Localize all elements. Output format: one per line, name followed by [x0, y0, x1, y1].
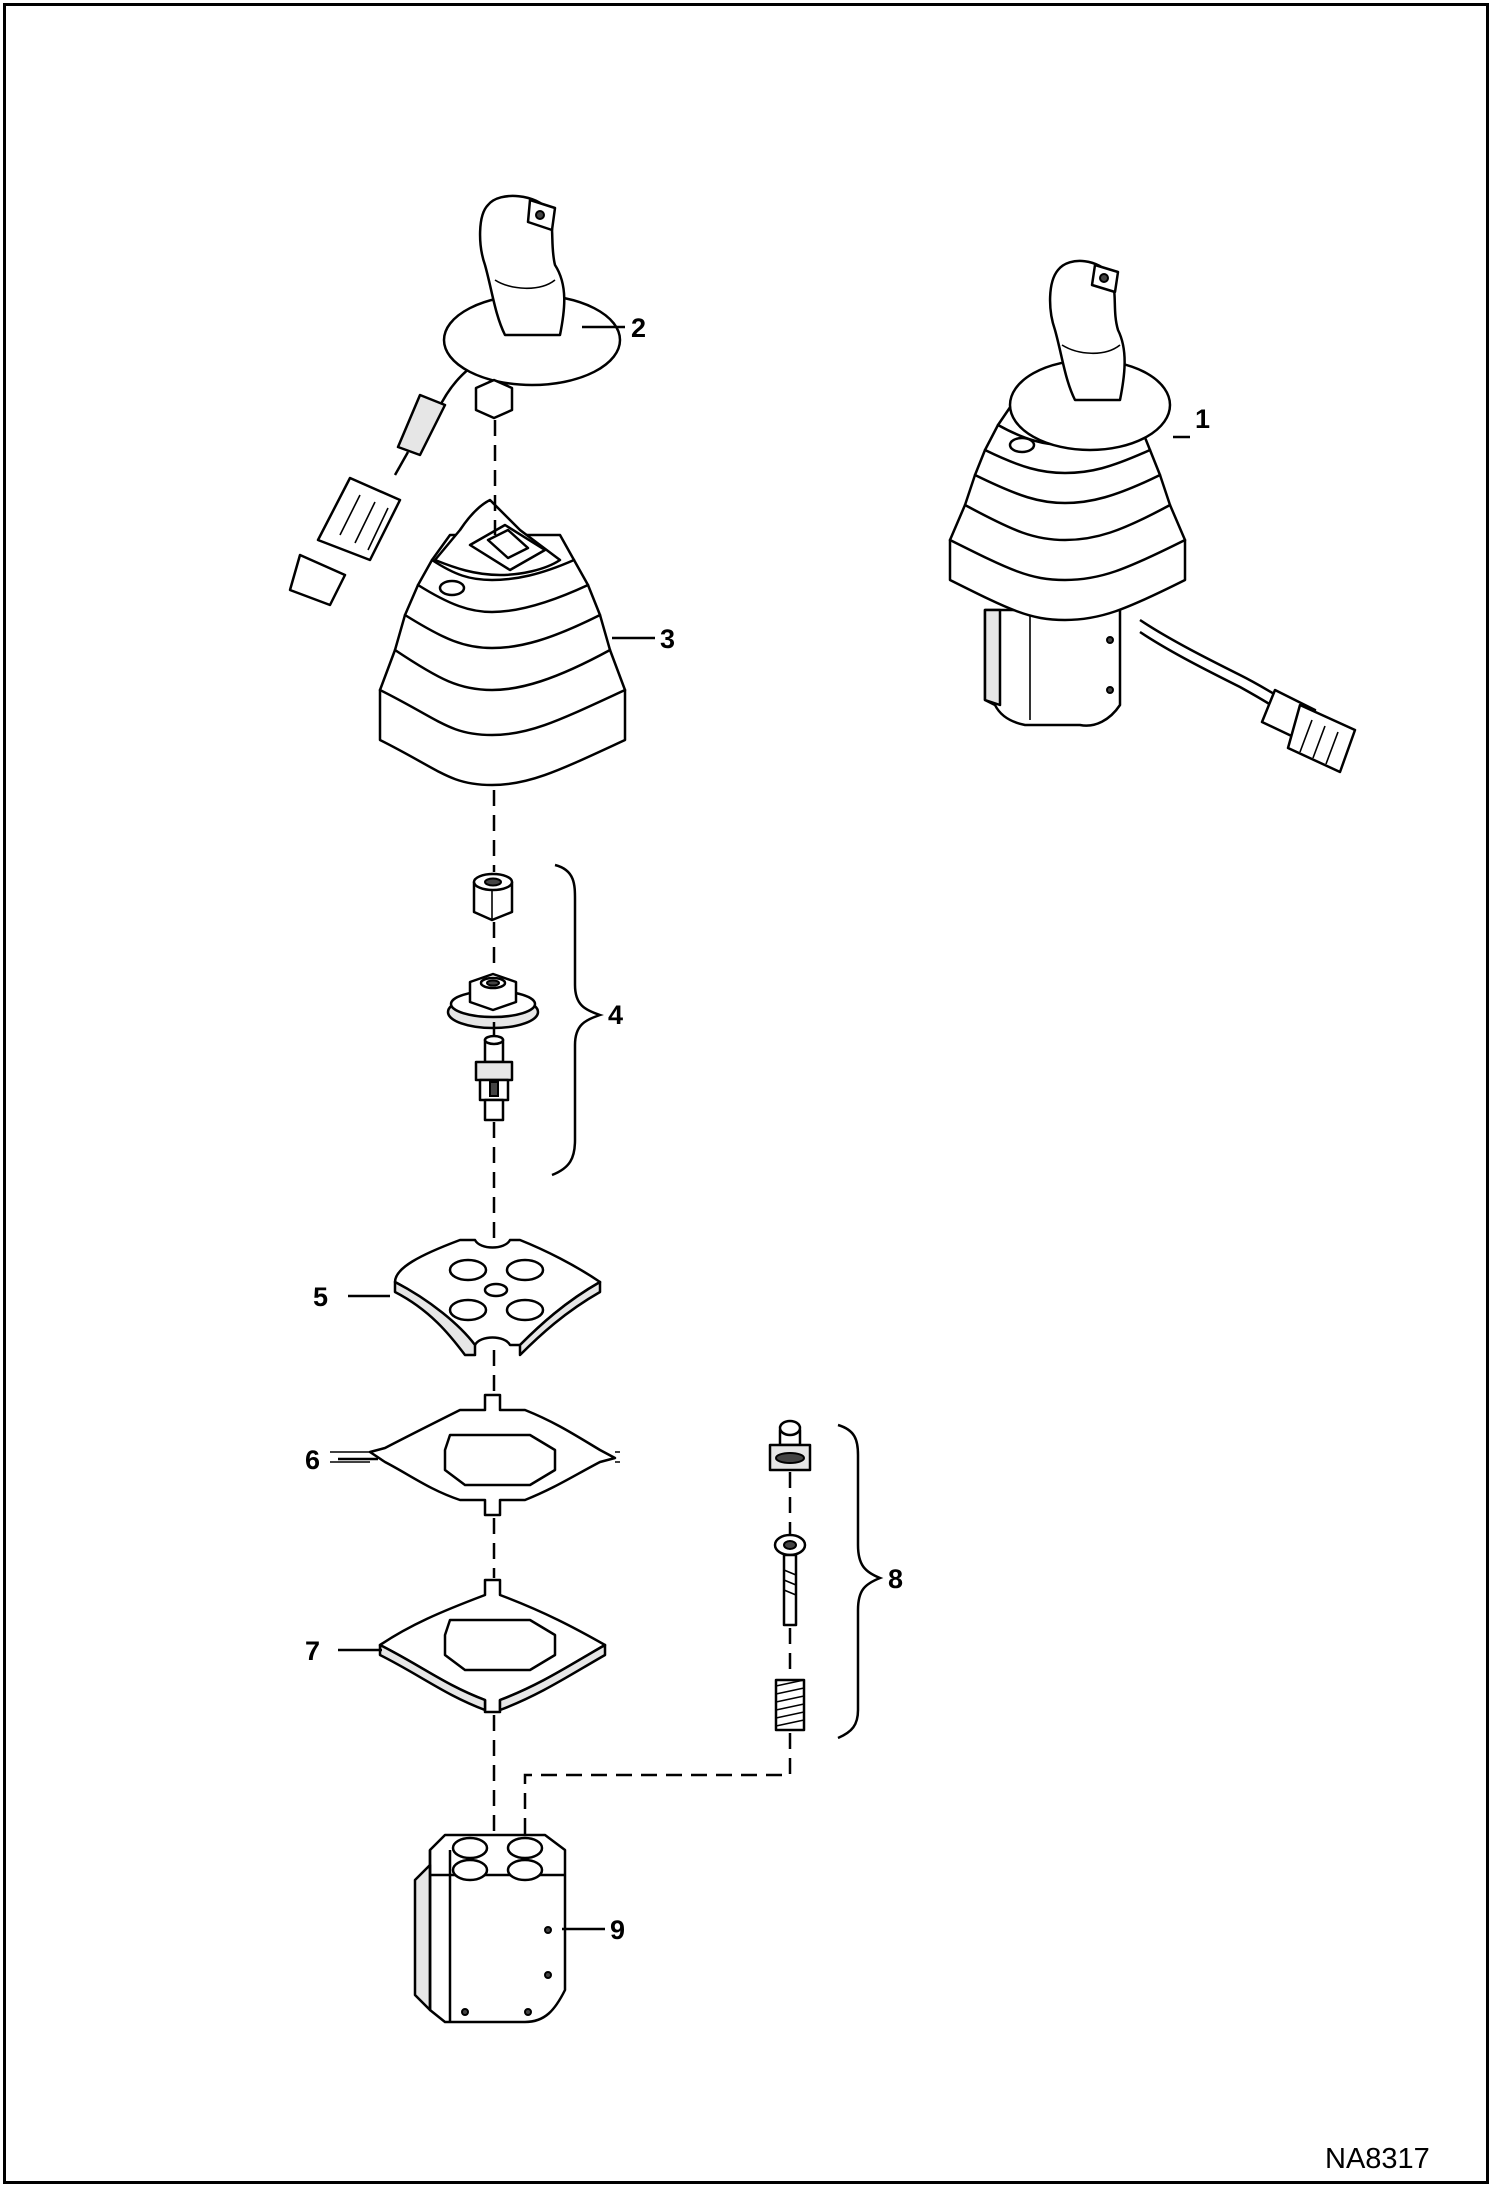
part-4-bracket	[551, 863, 604, 1177]
part-2-stem-nut	[474, 378, 514, 420]
part-4-group	[446, 863, 604, 1177]
callout-7: 7	[305, 1636, 320, 1666]
part-2-handle	[288, 194, 622, 607]
part-7-plate	[378, 1578, 607, 1714]
part-8-bracket	[837, 1423, 884, 1740]
drawing-frame	[3, 3, 1489, 2184]
part-9-body	[428, 1833, 567, 2024]
callout-9: 9	[610, 1915, 625, 1945]
assembly-lines	[492, 420, 792, 1838]
part-1-assembly	[948, 259, 1357, 774]
callout-5: 5	[313, 1282, 328, 1312]
part-5-plate	[393, 1238, 602, 1357]
figure-code: NA8317	[1325, 2143, 1430, 2175]
part-6-frame	[330, 1393, 620, 1517]
leader-lines	[338, 325, 1190, 1931]
part-1-harness	[1139, 618, 1286, 702]
part-2-connector	[316, 476, 402, 562]
callout-3: 3	[660, 624, 675, 654]
callout-2: 2	[631, 313, 646, 343]
part-3-boot	[378, 498, 627, 787]
callout-6: 6	[305, 1445, 320, 1475]
part-8-group	[768, 1419, 884, 1740]
callout-8: 8	[888, 1564, 903, 1594]
part-2-cable-sleeve	[396, 393, 447, 457]
callout-4: 4	[608, 1000, 623, 1030]
callout-1: 1	[1195, 404, 1210, 434]
part-1-valve-body	[983, 608, 1122, 727]
part-9-valve-body	[413, 1833, 567, 2024]
